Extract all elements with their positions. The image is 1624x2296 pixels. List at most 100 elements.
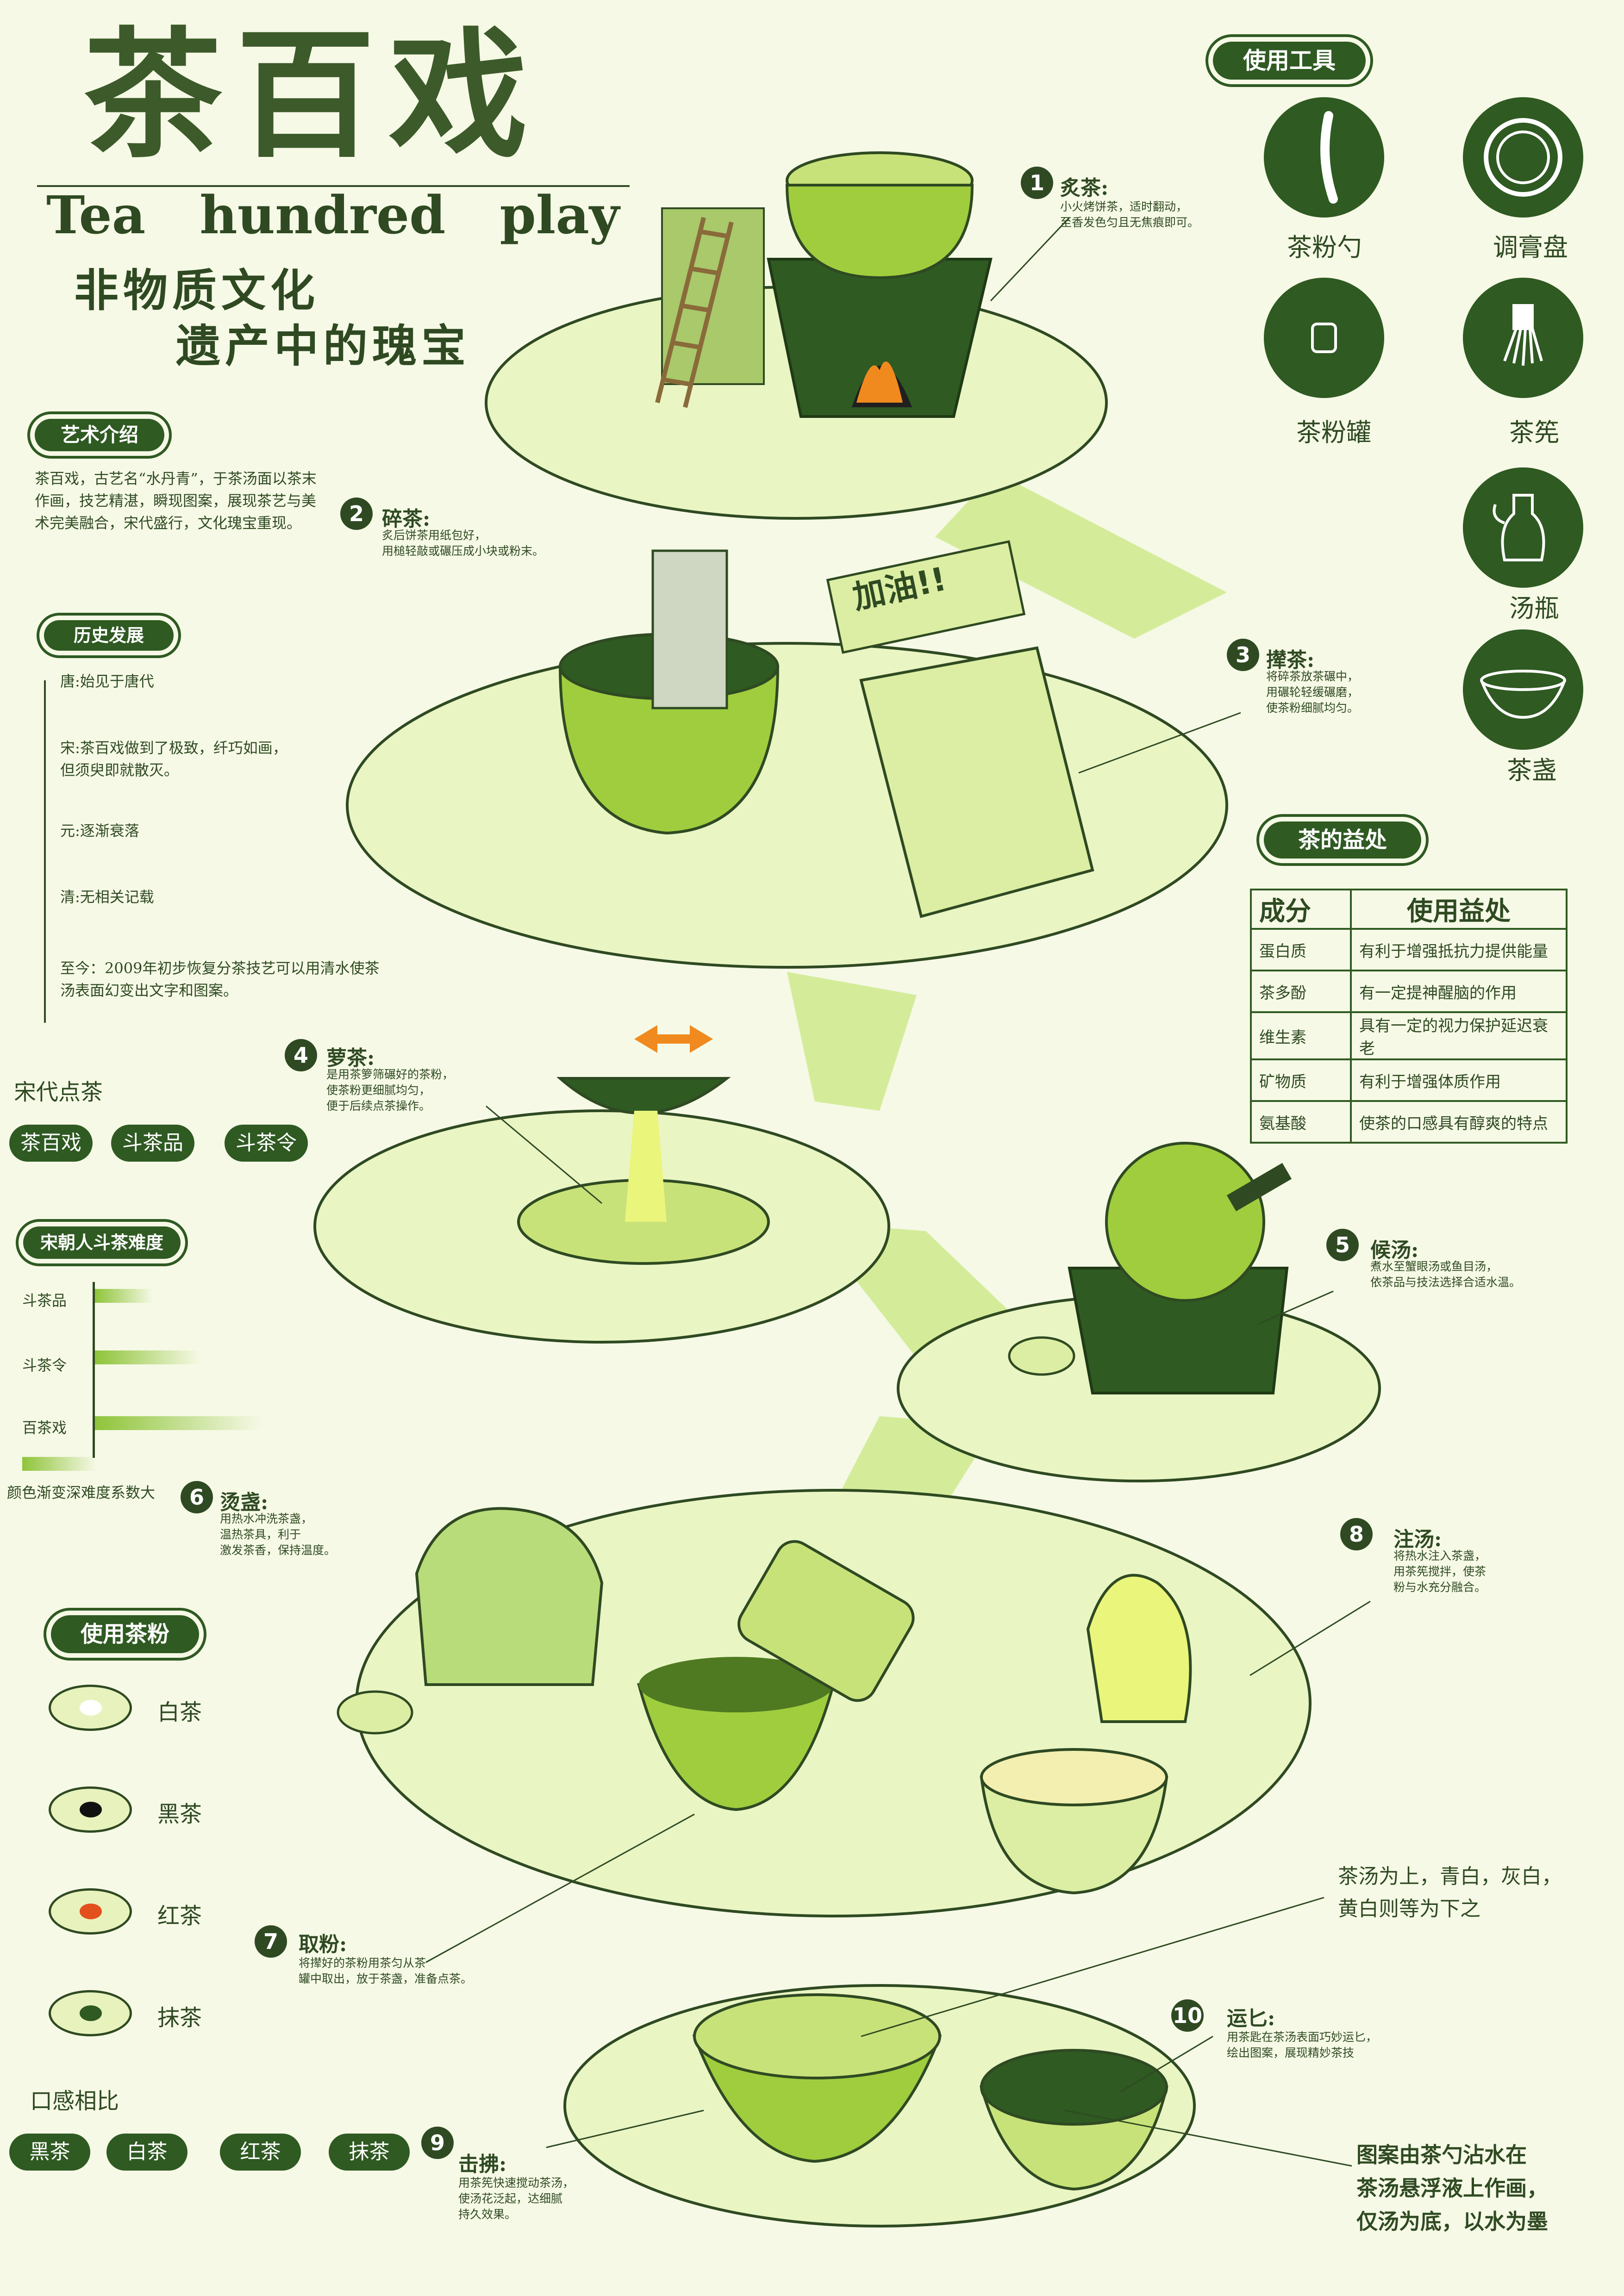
benefits-head-row: 成分 使用益处 (1250, 889, 1568, 930)
chip-douchaling: 斗茶令 (225, 1125, 308, 1162)
powder-label-2: 红茶 (157, 1903, 202, 1929)
step-number-5: 5 (1326, 1229, 1359, 1261)
paste-plate-icon (1463, 97, 1583, 218)
step-number-3: 3 (1227, 639, 1259, 671)
benefit-cell: 有利于增强体质作用 (1350, 1058, 1568, 1102)
ingredient-cell: 维生素 (1250, 1011, 1352, 1060)
benefits-label: 茶的益处 (1264, 821, 1421, 859)
step-desc-2: 炙后饼茶用纸包好， 用槌轻敲或碾压成小块或粉末。 (382, 529, 544, 558)
difficulty-name-1: 斗茶品 (22, 1292, 67, 1309)
tool-label-bowl: 茶盏 (1507, 756, 1557, 785)
difficulty-legend-swatch (22, 1457, 96, 1471)
tool-label-whisk: 茶筅 (1509, 418, 1559, 447)
water-ewer-icon (1463, 467, 1583, 588)
difficulty-name-3: 百茶戏 (22, 1419, 67, 1437)
history-timeline-line (44, 680, 46, 1023)
history-item-qing: 清:无相关记载 (60, 888, 154, 906)
difficulty-axis (93, 1282, 95, 1458)
table-row: 氨基酸使茶的口感具有醇爽的特点 (1250, 1100, 1568, 1144)
step-title-3: 撵茶: (1266, 648, 1315, 672)
table-row: 矿物质有利于增强体质作用 (1250, 1058, 1568, 1102)
taste-label: 口感相比 (30, 2088, 119, 2114)
difficulty-note: 颜色渐变深难度系数大 (7, 1484, 156, 1501)
chip-douchapin: 斗茶品 (111, 1125, 194, 1162)
step-title-9: 击拂: (458, 2153, 507, 2176)
taste-chip-matcha: 抹茶 (329, 2134, 410, 2171)
difficulty-bar-2 (95, 1350, 200, 1364)
step-desc-7: 将撵好的茶粉用茶匀从茶 罐中取出，放于茶盏，准备点茶。 (299, 1956, 473, 1985)
pattern-note: 图案由茶勺沾水在 茶汤悬浮液上作画， 仅汤为底，以水为墨 (1356, 2142, 1548, 2234)
benefits-table: 成分 使用益处 蛋白质有利于增强抵抗力提供能量 茶多酚有一定提神醒脑的作用 维生… (1250, 889, 1568, 1144)
benefit-cell: 使茶的口感具有醇爽的特点 (1350, 1100, 1568, 1144)
difficulty-name-2: 斗茶令 (22, 1356, 67, 1374)
step-title-5: 候汤: (1370, 1238, 1419, 1262)
table-row: 维生素具有一定的视力保护延迟衰老 (1250, 1011, 1568, 1060)
powder-dish-icon (49, 1888, 132, 1935)
benefits-head-benefit: 使用益处 (1350, 889, 1568, 930)
powder-swatch (80, 1904, 102, 1919)
taste-chip-black: 黑茶 (9, 2134, 90, 2171)
taste-chip-red: 红茶 (220, 2134, 301, 2171)
tagline-line2: 遗产中的瑰宝 (176, 320, 470, 372)
powder-dish-icon (49, 1990, 132, 2036)
page-title: 茶百戏 (83, 13, 542, 176)
step-desc-6: 用热水冲洗茶盏， 温热茶具，利于 激发茶香，保持温度。 (220, 1512, 336, 1557)
history-item-today: 至今：2009年初步恢复分茶技艺可以用清水使茶汤表面幻变出文字和图案。 (60, 959, 380, 999)
powder-label-3: 抹茶 (157, 2005, 202, 2031)
powder-label-1: 黑茶 (157, 1801, 202, 1827)
tool-label-ewer: 汤瓶 (1509, 594, 1559, 623)
step-title-4: 萝茶: (326, 1046, 375, 1070)
difficulty-bar-1 (95, 1289, 153, 1303)
powder-swatch (80, 1802, 102, 1817)
step-number-10: 10 (1171, 1999, 1204, 2032)
title-rule (37, 185, 630, 187)
tool-label-jar: 茶粉罐 (1296, 418, 1371, 447)
history-item-tang: 唐:始见于唐代 (60, 672, 154, 690)
powder-swatch (80, 2005, 102, 2021)
step-number-7: 7 (255, 1925, 287, 1958)
art-intro-label: 艺术介绍 (35, 419, 164, 451)
step-number-9: 9 (421, 2127, 454, 2159)
step-number-4: 4 (285, 1039, 317, 1071)
powder-label: 使用茶粉 (51, 1615, 199, 1653)
tools-label: 使用工具 (1213, 42, 1366, 80)
powder-dish-icon (49, 1685, 132, 1731)
ingredient-cell: 氨基酸 (1250, 1100, 1352, 1144)
step-title-2: 碎茶: (382, 507, 431, 531)
table-row: 茶多酚有一定提神醒脑的作用 (1250, 970, 1568, 1013)
benefits-head-ingredient: 成分 (1250, 889, 1352, 930)
powder-jar-icon (1264, 278, 1384, 398)
step-title-7: 取粉: (299, 1933, 347, 1956)
step-title-8: 注汤: (1393, 1528, 1442, 1551)
benefit-cell: 有一定提神醒脑的作用 (1350, 970, 1568, 1013)
tea-bowl-icon (1463, 629, 1583, 750)
step-desc-3: 将碎茶放茶碾中， 用碾轮轻缓碾磨， 使茶粉细腻均匀。 (1266, 670, 1359, 715)
table-row: 蛋白质有利于增强抵抗力提供能量 (1250, 928, 1568, 971)
step-number-8: 8 (1340, 1518, 1373, 1550)
step-title-1: 炙茶: (1060, 176, 1109, 200)
ingredient-cell: 蛋白质 (1250, 928, 1352, 971)
step-desc-9: 用茶筅快速搅动茶汤， 使汤花泛起，达细腻 持久效果。 (458, 2176, 575, 2221)
step-title-6: 烫盏: (220, 1491, 269, 1514)
powder-label-0: 白茶 (157, 1699, 202, 1725)
tagline-line1: 非物质文化 (74, 264, 319, 317)
soup-quality-note: 茶汤为上，青白，灰白， 黄白则等为下之 (1338, 1865, 1562, 1921)
taste-chip-white: 白茶 (106, 2134, 187, 2171)
chip-chabaixi: 茶百戏 (9, 1125, 93, 1162)
tool-label-plate: 调膏盘 (1493, 233, 1568, 262)
step-number-1: 1 (1021, 167, 1053, 199)
ingredient-cell: 矿物质 (1250, 1058, 1352, 1102)
tea-spoon-icon (1264, 97, 1384, 218)
step-number-2: 2 (340, 498, 373, 530)
difficulty-label: 宋朝人斗茶难度 (23, 1226, 181, 1259)
step-number-6: 6 (181, 1481, 213, 1513)
tool-label-spoon: 茶粉勺 (1287, 233, 1362, 262)
subtitle-en: Tea hundred play (46, 185, 619, 246)
benefit-cell: 有利于增强抵抗力提供能量 (1350, 928, 1568, 971)
step-desc-1: 小火烤饼茶，适时翻动， 至香发色匀且无焦痕即可。 (1060, 200, 1199, 229)
history-item-song: 宋:茶百戏做到了极致，纤巧如画，但须臾即就散灭。 (60, 739, 287, 779)
ingredient-cell: 茶多酚 (1250, 970, 1352, 1013)
step-desc-4: 是用茶箩筛碾好的茶粉， 使茶粉更细腻均匀， 便于后续点茶操作。 (326, 1068, 454, 1113)
history-label: 历史发展 (44, 620, 174, 651)
